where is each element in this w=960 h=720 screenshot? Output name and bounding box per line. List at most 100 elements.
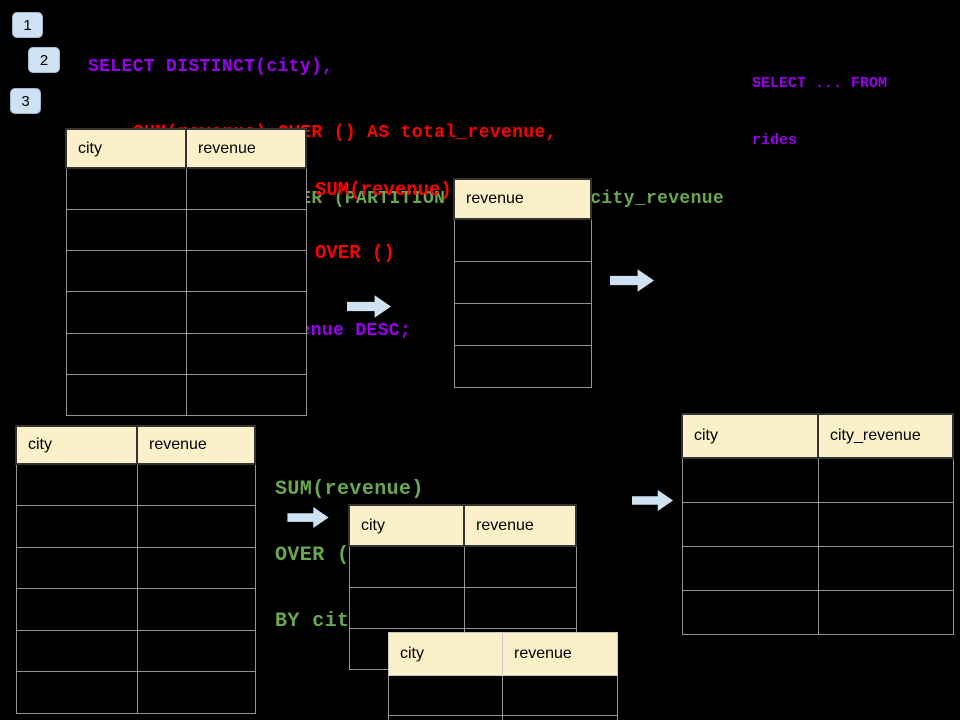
column-header-city: city [388,632,503,676]
table-revenue-only: revenue [453,178,592,388]
table-row [15,588,256,631]
table-cell [15,505,138,548]
table-cell [65,208,187,252]
table-body [453,218,592,388]
table-row [453,218,592,262]
table-cell [15,546,138,589]
table-cell [136,629,256,672]
table-row [15,546,256,589]
flow-arrow-to-revenue [347,294,392,319]
table-body [65,167,307,417]
table-cell [463,545,577,588]
table-cell [681,545,819,591]
flow-arrow-to-result [632,489,674,512]
table-header-row: revenue [453,178,592,220]
table-row [681,457,954,503]
table-cell [681,501,819,547]
table-cell [463,586,577,629]
table-cell [65,167,187,210]
table-cell [348,545,465,588]
table-cell [15,463,138,506]
table-partition-b: city revenue [388,632,618,720]
table-row [453,302,592,346]
table-header-row: city revenue [15,425,256,465]
table-cell [185,250,307,293]
table-cell [136,588,256,631]
select-from-note: SELECT ... FROM rides [752,36,887,188]
table-source-bottom: city revenue [15,425,256,714]
table-cell [136,671,256,714]
table-row [681,589,954,635]
table-header-row: city revenue [65,128,307,169]
table-cell [185,291,307,334]
table-cell [681,589,819,635]
table-cell [453,218,592,262]
table-cell [453,344,592,388]
table-row [65,332,307,375]
table-row [15,629,256,672]
table-cell [817,501,954,547]
table-cell [65,373,187,417]
table-row [348,586,577,629]
table-row [681,545,954,591]
table-row [65,250,307,293]
column-header-revenue: revenue [463,504,577,547]
table-cell [185,332,307,375]
annotation-total-line1: SUM(revenue) [315,179,452,201]
table-cell [136,546,256,589]
column-header-city-revenue: city_revenue [817,413,954,459]
table-cell [136,505,256,548]
table-cell [185,373,307,417]
table-row [15,505,256,548]
step-badge-2: 2 [28,47,60,73]
flow-arrow-from-revenue [610,268,655,293]
table-cell [136,463,256,506]
sql-line-select: SELECT DISTINCT(city), [88,57,334,77]
step-badge-3: 3 [10,88,41,114]
table-cell [15,671,138,714]
table-cell [388,715,503,720]
table-header-row: city city_revenue [681,413,954,459]
table-row [15,463,256,506]
table-body [681,457,954,635]
table-source-top: city revenue [65,128,307,417]
annotation-total-line2: OVER () [315,242,395,264]
table-cell [185,167,307,210]
column-header-revenue: revenue [453,178,592,220]
column-header-revenue: revenue [185,128,307,169]
table-cell [453,302,592,346]
column-header-city: city [681,413,819,459]
table-header-row: city revenue [348,504,577,547]
table-cell [185,208,307,252]
table-cell [681,457,819,503]
table-cell [65,250,187,293]
table-body [15,463,256,714]
table-row [15,671,256,714]
table-cell [817,457,954,503]
table-result: city city_revenue [681,413,954,635]
column-header-city: city [15,425,138,465]
table-cell [502,675,618,716]
column-header-revenue: revenue [136,425,256,465]
table-row [453,344,592,388]
column-header-revenue: revenue [502,632,618,676]
table-body [388,675,618,720]
table-cell [15,629,138,672]
table-cell [348,586,465,629]
table-cell [817,545,954,591]
table-cell [15,588,138,631]
table-row [65,373,307,417]
table-row [453,260,592,304]
table-row [681,501,954,547]
table-row [65,208,307,252]
table-row [65,291,307,334]
table-cell [65,332,187,375]
select-from-note-line1: SELECT ... FROM [752,75,888,92]
column-header-city: city [348,504,465,547]
annotation-partition-line1: SUM(revenue) [275,478,424,501]
table-cell [502,715,618,720]
table-row [388,675,618,716]
table-cell [453,260,592,304]
flow-arrow-to-partitions [287,506,330,529]
